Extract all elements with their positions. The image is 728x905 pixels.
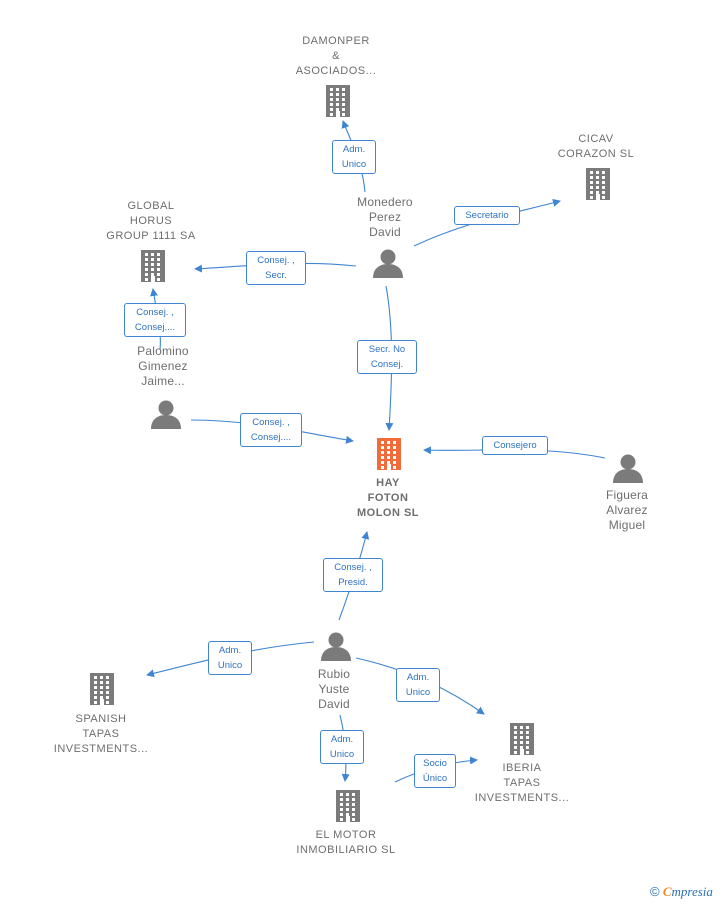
edge-label-motor-iberia[interactable]: Socio Único [414,754,456,788]
edge-label-line: Adm. [330,734,354,745]
copyright-icon: © [650,884,660,899]
node-label-line: IBERIA [502,762,542,774]
edge-label-line: Consej. [370,359,404,370]
edge-label-line: Secr. [265,270,287,281]
edge-label-line: Unico [341,159,367,170]
node-label-iberia-tapas[interactable]: IBERIA TAPAS INVESTMENTS... [466,761,578,806]
edge-label-rubio-hay[interactable]: Consej. , Presid. [323,558,383,592]
node-label-line: CORAZON SL [557,148,635,160]
node-label-line: DAMONPER [302,35,370,47]
building-icon-iberia-tapas[interactable] [510,723,534,755]
edge-label-line: Adm. [406,672,430,683]
node-label-damonper[interactable]: DAMONPER & ASOCIADOS... [276,34,396,79]
building-icon-global-horus[interactable] [141,250,165,282]
brand-logo[interactable]: © Cmpresia [650,884,713,900]
edge-label-rubio-iberia[interactable]: Adm. Unico [396,668,440,702]
node-label-line: Jaime... [141,374,185,388]
edge-label-line: Unico [405,687,431,698]
building-icon-hay-foton[interactable] [377,438,401,470]
edge-label-line: Adm. [218,645,242,656]
building-icon-cicav[interactable] [586,168,610,200]
node-label-line: GROUP 1111 SA [106,230,196,242]
edge-label-monedero-hay[interactable]: Secr. No Consej. [357,340,417,374]
node-label-line: Miguel [608,518,646,532]
person-icon-monedero[interactable] [373,249,403,279]
edge-label-line: Consej. , [252,417,290,428]
node-label-line: EL MOTOR [315,829,377,841]
building-icon-damonper[interactable] [326,85,350,117]
edge-label-line: Consej. , [334,562,372,573]
node-label-line: CICAV [578,133,614,145]
node-label-line: TAPAS [503,777,541,789]
node-label-line: ASOCIADOS... [295,65,377,77]
node-label-rubio[interactable]: Rubio Yuste David [289,667,379,712]
node-label-spanish-tapas[interactable]: SPANISH TAPAS INVESTMENTS... [46,712,156,757]
node-label-line: & [332,50,340,62]
node-label-line: TAPAS [82,728,120,740]
node-label-hay-foton[interactable]: HAY FOTON MOLON SL [338,476,438,521]
person-icon-figuera[interactable] [613,454,643,484]
edge-label-line: Consej.... [250,432,292,443]
edge-label-line: Unico [217,660,243,671]
node-label-line: Figuera [605,488,649,502]
node-label-line: Monedero [357,195,413,209]
node-label-line: HAY [376,477,400,489]
edge-label-line: Consej.... [134,322,176,333]
brand-name: mpresia [671,884,713,899]
node-label-line: Perez [368,210,402,224]
node-label-line: FOTON [367,492,409,504]
node-label-line: Rubio [317,667,351,681]
edge-label-line: Consej. , [136,307,174,318]
edge-label-palomino-global[interactable]: Consej. , Consej.... [124,303,186,337]
edge-label-line: Presid. [338,577,368,588]
node-label-line: David [369,225,401,239]
node-label-line: INVESTMENTS... [53,743,149,755]
node-label-line: SPANISH [75,713,127,725]
brand-initial: C [662,884,672,899]
edge-label-line: Secretario [465,210,509,221]
node-label-line: GLOBAL [127,200,175,212]
node-label-line: Gimenez [138,359,188,373]
edge-label-monedero-cicav[interactable]: Secretario [454,206,520,225]
edge-label-line: Socio [423,758,447,769]
edge-label-line: Consej. , [257,255,295,266]
node-label-cicav[interactable]: CICAV CORAZON SL [546,132,646,162]
node-label-line: Alvarez [606,503,648,517]
node-label-global-horus[interactable]: GLOBAL HORUS GROUP 1111 SA [96,199,206,244]
edge-label-rubio-motor[interactable]: Adm. Unico [320,730,364,764]
edge-label-monedero-global[interactable]: Consej. , Secr. [246,251,306,285]
edge-label-monedero-damonper[interactable]: Adm. Unico [332,140,376,174]
edge-label-figuera-hay[interactable]: Consejero [482,436,548,455]
edge-label-line: Consejero [493,440,537,451]
building-icon-spanish-tapas[interactable] [90,673,114,705]
edge-label-rubio-spanish[interactable]: Adm. Unico [208,641,252,675]
node-label-line: MOLON SL [356,507,420,519]
node-label-monedero[interactable]: Monedero Perez David [340,195,430,240]
edge-label-line: Unico [329,749,355,760]
person-icon-palomino[interactable] [151,400,181,430]
edge-label-line: Adm. [342,144,366,155]
building-icon-el-motor[interactable] [336,790,360,822]
node-label-palomino[interactable]: Palomino Gimenez Jaime... [118,344,208,389]
edge-label-palomino-hay[interactable]: Consej. , Consej.... [240,413,302,447]
edge-label-line: Único [422,773,448,784]
node-label-el-motor[interactable]: EL MOTOR INMOBILIARIO SL [286,828,406,858]
node-label-line: INVESTMENTS... [474,792,570,804]
node-label-line: David [318,697,350,711]
node-label-line: INMOBILIARIO SL [296,844,396,856]
node-label-line: Palomino [137,344,189,358]
edge-label-line: Secr. No [368,344,406,355]
person-icon-rubio[interactable] [321,632,351,662]
node-label-line: HORUS [129,215,173,227]
node-label-figuera[interactable]: Figuera Alvarez Miguel [582,488,672,533]
node-label-line: Yuste [318,682,350,696]
